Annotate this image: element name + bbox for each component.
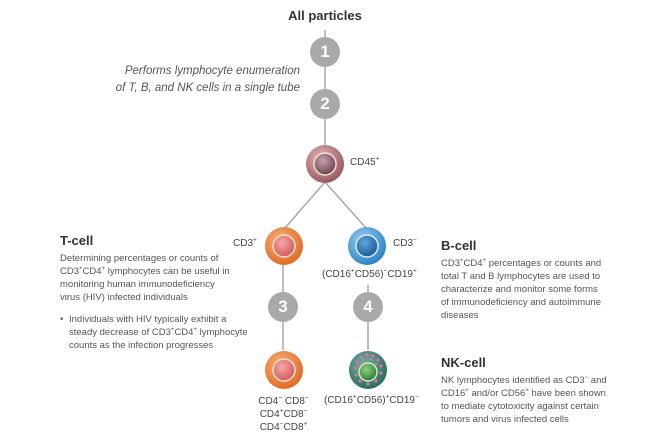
step-3-marker: 3 [268,292,298,322]
nk-cell-description: NK-cell NK lymphocytes identified as CD3… [441,355,646,426]
cd45-label: CD45+ [350,155,380,168]
b-cell-description: B-cell CD3+CD4+ percentages or counts an… [441,238,641,322]
step-1-marker: 1 [310,37,340,67]
cd4pos-cd8neg-label: CD4+CD8− [259,407,308,420]
nk-cell-heading: NK-cell [441,355,486,370]
cd3-positive-label: CD3+ [233,236,257,249]
t-cell-paragraph: Determining percentages or counts of CD3… [60,253,230,303]
b-cell-heading: B-cell [441,238,477,253]
b-cell-paragraph: CD3+CD4+ percentages or counts and total… [441,257,602,321]
cd4neg-cd8neg-label: CD4− CD8− [258,394,309,407]
step-2-marker: 2 [310,89,340,119]
nk-cell-paragraph: NK lymphocytes identified as CD3− and CD… [441,374,607,425]
caption-line-1: Performs lymphocyte enumeration [124,65,300,77]
step-4-marker: 4 [353,292,383,322]
t-cell-subset-icon [265,351,303,389]
cd4neg-cd8pos-label: CD4−CD8+ [259,420,308,433]
diagram-title: All particles [288,8,362,23]
cd3-negative-label: CD3− [393,236,417,249]
cd45-cell-icon [306,145,344,183]
t-cell-subset-labels: CD4− CD8− CD4+CD8− CD4−CD8+ [246,395,321,434]
b-cell-icon [348,227,386,265]
t-cell-description: T-cell Determining percentages or counts… [60,233,260,352]
b-cell-gate-label: (CD16+CD56)−CD19+ [322,267,417,280]
t-cell-icon [265,227,303,265]
nk-cell-icon [349,351,387,389]
t-cell-heading: T-cell [60,233,94,248]
t-cell-bullet: Individuals with HIV typically exhibit a… [60,313,260,352]
nk-cell-gate-label: (CD16+CD56)+CD19− [324,393,419,406]
caption-line-2: of T, B, and NK cells in a single tube [115,82,300,94]
assay-caption: Performs lymphocyte enumeration of T, B,… [70,63,300,97]
